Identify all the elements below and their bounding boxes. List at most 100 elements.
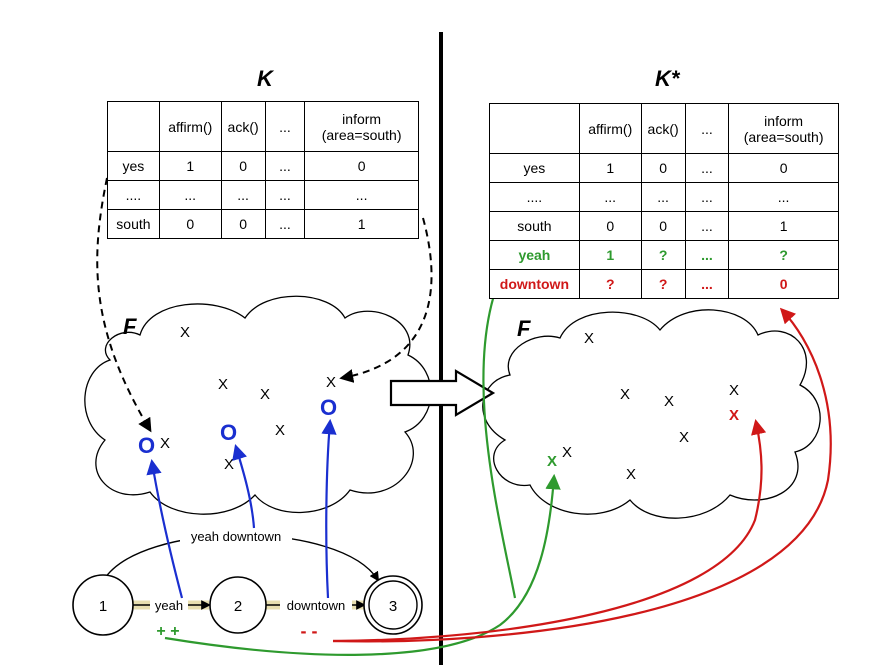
right-cloud [482, 309, 821, 519]
table-cell: 0 [640, 153, 686, 183]
edge-2-3-label: downtown [287, 598, 346, 613]
right-cloud-label: F [517, 316, 531, 341]
table-row-new-downtown: downtown ? ? ... 0 [489, 269, 839, 299]
left-cloud-x: X [326, 374, 336, 391]
blue-arrow-downtown [321, 418, 337, 599]
table-header-row: affirm() ack() ... inform (area=south) [489, 103, 839, 154]
table-cell: 0 [578, 211, 642, 241]
right-cloud-x: X [664, 393, 674, 410]
blue-arrow-yeah-downtown [232, 444, 256, 529]
table-cell: ? [640, 240, 686, 270]
table-cell: .... [107, 180, 160, 210]
table-cell: south [107, 209, 160, 239]
table-cell: downtown [489, 269, 580, 299]
table-header-cell: ack() [640, 103, 686, 154]
table-cell: 1 [578, 240, 642, 270]
left-table-title: K [257, 66, 273, 91]
left-cloud [84, 295, 432, 515]
table-cell: ... [684, 182, 730, 212]
left-cloud-x: X [180, 324, 190, 341]
right-cloud-x: X [729, 382, 739, 399]
right-table: affirm() ack() ... inform (area=south) y… [489, 103, 839, 299]
left-cloud-x: X [275, 422, 285, 439]
table-row: yes 1 0 ... 0 [107, 151, 419, 181]
right-cloud-x: X [620, 386, 630, 403]
table-header-cell: affirm() [158, 101, 222, 152]
red-arrow-to-cloud [332, 418, 767, 643]
right-cloud-x-yeah: X [547, 453, 557, 470]
table-cell: 1 [728, 211, 839, 241]
table-cell: 0 [220, 209, 266, 239]
table-cell: 0 [304, 151, 419, 181]
table-cell: ... [578, 182, 642, 212]
fsm-state-2 [209, 576, 267, 634]
table-cell: ... [264, 209, 306, 239]
table-header-cell: ... [264, 101, 306, 152]
table-cell: yeah [489, 240, 580, 270]
left-cloud-x: X [224, 456, 234, 473]
right-cloud-x: X [626, 466, 636, 483]
table-row: .... ... ... ... ... [489, 182, 839, 212]
fsm-state-3-label: 3 [389, 598, 397, 615]
right-cloud-x: X [562, 444, 572, 461]
table-cell: ? [728, 240, 839, 270]
table-cell: 0 [220, 151, 266, 181]
table-cell: 0 [640, 211, 686, 241]
right-cloud-x: X [679, 429, 689, 446]
table-cell: ... [684, 153, 730, 183]
table-cell: .... [489, 182, 580, 212]
table-cell: 1 [158, 151, 222, 181]
table-cell: ... [304, 180, 419, 210]
table-cell: ? [640, 269, 686, 299]
edge-2-3-label-bg [280, 597, 352, 613]
table-cell: 1 [578, 153, 642, 183]
table-row: yes 1 0 ... 0 [489, 153, 839, 183]
left-cloud-label: F [123, 314, 137, 339]
table-row: south 0 0 ... 1 [489, 211, 839, 241]
table-cell: yes [107, 151, 160, 181]
table-cell: 0 [728, 269, 839, 299]
right-table-title: K* [655, 66, 680, 91]
table-row: .... ... ... ... ... [107, 180, 419, 210]
table-cell: ... [684, 269, 730, 299]
table-header-cell: affirm() [578, 103, 642, 154]
table-cell: 0 [158, 209, 222, 239]
fsm-state-2-label: 2 [234, 598, 242, 615]
left-table: affirm() ack() ... inform (area=south) y… [107, 101, 419, 239]
transform-arrow [389, 369, 496, 417]
table-header-cell [107, 101, 160, 152]
edge-1-2-label: yeah [155, 598, 183, 613]
red-arrow-to-table [332, 307, 832, 643]
table-header-cell: ack() [220, 101, 266, 152]
left-cloud-o-yeah-downtown: O [220, 420, 237, 445]
plus-signs: + + [156, 623, 179, 640]
table-cell: 0 [728, 153, 839, 183]
table-row: south 0 0 ... 1 [107, 209, 419, 239]
left-cloud-o-downtown: O [320, 395, 337, 420]
table-header-cell: inform (area=south) [728, 103, 839, 154]
left-cloud-x: X [260, 386, 270, 403]
fsm-state-1 [72, 574, 134, 636]
dashed-arrow-south [339, 217, 433, 383]
right-cloud-x-downtown: X [729, 407, 739, 424]
table-cell: ... [220, 180, 266, 210]
table-cell: ... [728, 182, 839, 212]
table-header-cell: inform (area=south) [304, 101, 419, 152]
left-cloud-x: X [218, 376, 228, 393]
table-cell: ... [684, 211, 730, 241]
table-header-row: affirm() ack() ... inform (area=south) [107, 101, 419, 152]
table-cell: ? [578, 269, 642, 299]
table-cell: south [489, 211, 580, 241]
right-cloud-x: X [584, 330, 594, 347]
table-cell: ... [158, 180, 222, 210]
dashed-arrow-yes [96, 177, 152, 433]
table-row-new-yeah: yeah 1 ? ... ? [489, 240, 839, 270]
table-header-cell [489, 103, 580, 154]
table-header-cell: ... [684, 103, 730, 154]
left-cloud-o-yeah: O [138, 433, 155, 458]
edge-1-3-label: yeah downtown [191, 529, 281, 544]
blue-arrow-yeah [146, 458, 184, 599]
fsm-state-3-inner [368, 580, 418, 630]
table-cell: 1 [304, 209, 419, 239]
